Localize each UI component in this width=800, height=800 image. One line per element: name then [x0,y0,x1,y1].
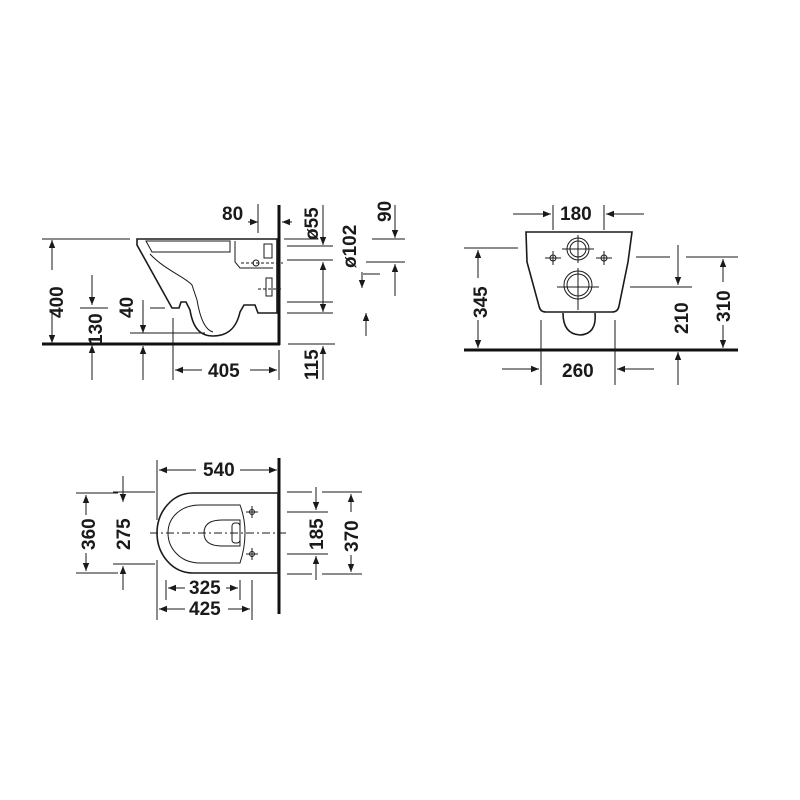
dim-o55: ø55 [302,207,323,240]
bowl-rear [234,241,273,269]
dim-80: 80 [222,204,243,225]
dim-115: 115 [302,349,323,380]
seat-outline [167,504,246,564]
dim-400: 400 [47,286,68,318]
dim-275: 275 [114,518,135,550]
fixing-bracket-top [263,243,273,259]
bowl-inner [149,253,214,333]
dim-40: 40 [117,297,138,318]
toilet-side-profile [136,238,278,337]
dim-260: 260 [562,361,594,382]
dim-130: 130 [86,313,107,345]
dim-o102: ø102 [340,225,361,268]
dim-370: 370 [342,520,363,552]
dim-310: 310 [714,290,735,322]
dim-210: 210 [672,302,693,334]
dim-540: 540 [203,460,235,481]
dim-405: 405 [208,361,240,382]
dim-185: 185 [307,518,328,550]
toilet-front-outline [525,231,633,313]
dim-325: 325 [189,578,221,599]
dim-360: 360 [79,518,100,550]
top-view: 540 360 275 325 425 185 [76,458,363,620]
dim-180: 180 [560,204,592,225]
dim-90: 90 [375,201,396,222]
front-view: 180 345 210 310 260 [464,204,738,385]
dim-425: 425 [189,599,221,620]
toilet-front-pan [562,312,597,336]
side-view: 80 ø55 ø102 90 400 130 [42,201,405,382]
dim-345: 345 [471,286,492,318]
seat-lid [145,240,231,253]
fixing-bracket-bottom [265,277,273,297]
